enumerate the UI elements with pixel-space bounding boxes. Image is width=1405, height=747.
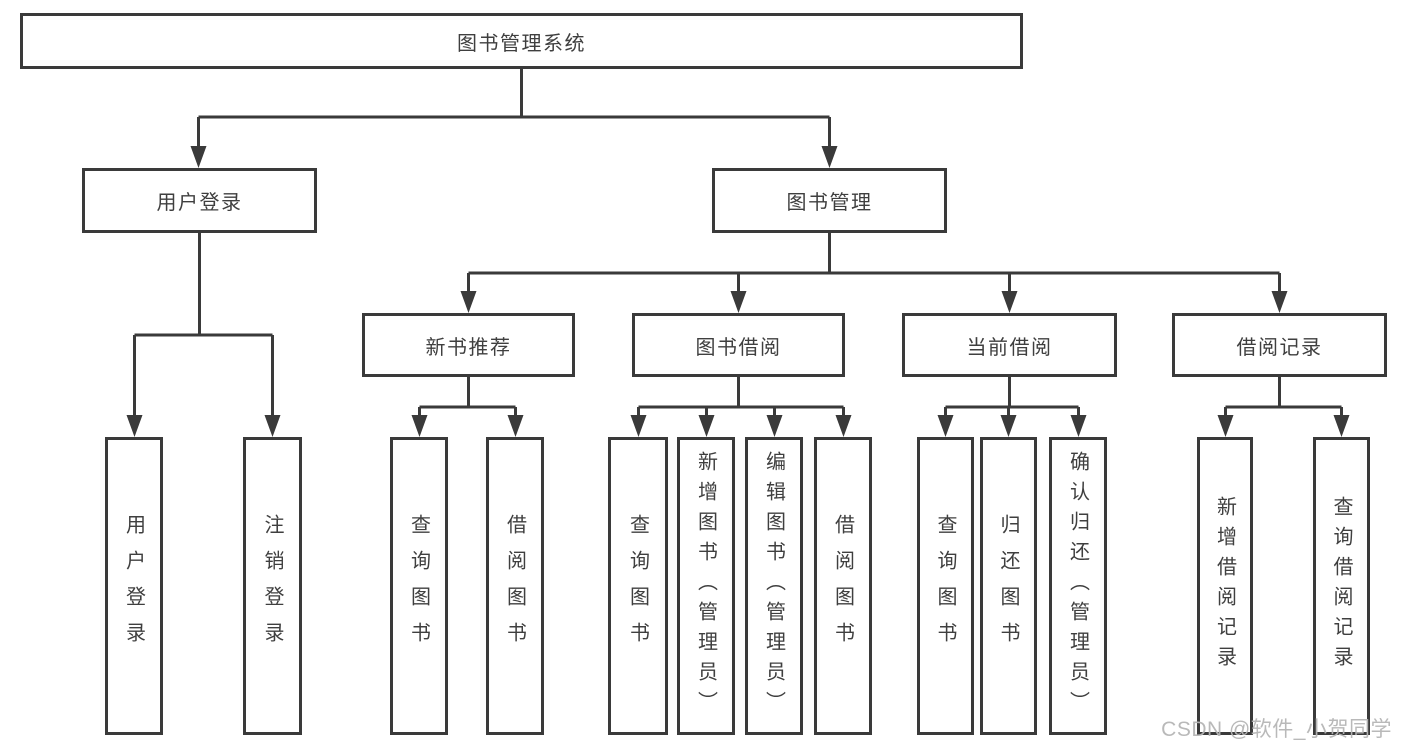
leaf-current-confirm-return-admin: 确认归还（管理员） — [1049, 437, 1107, 735]
leaf-borrowing-add-books-admin: 新增图书（管理员） — [677, 437, 735, 735]
leaf-user-login: 用户登录 — [105, 437, 163, 735]
node-user-login: 用户登录 — [82, 168, 317, 233]
leaf-current-query-books: 查询图书 — [917, 437, 974, 735]
leaf-records-add-borrow-record: 新增借阅记录 — [1197, 437, 1253, 735]
node-book-management: 图书管理 — [712, 168, 947, 233]
leaf-newbook-borrow-books: 借阅图书 — [486, 437, 544, 735]
leaf-newbook-query-books: 查询图书 — [390, 437, 448, 735]
leaf-borrowing-edit-books-admin: 编辑图书（管理员） — [745, 437, 803, 735]
node-root-library-management-system: 图书管理系统 — [20, 13, 1023, 69]
leaf-borrowing-query-books: 查询图书 — [608, 437, 668, 735]
node-new-book-recommendation: 新书推荐 — [362, 313, 575, 377]
watermark: CSDN @软件_小贺同学 — [1161, 718, 1392, 741]
leaf-records-query-borrow-record: 查询借阅记录 — [1313, 437, 1370, 735]
node-borrowing-records: 借阅记录 — [1172, 313, 1387, 377]
leaf-current-return-books: 归还图书 — [980, 437, 1037, 735]
leaf-logout: 注销登录 — [243, 437, 302, 735]
node-current-borrowing: 当前借阅 — [902, 313, 1117, 377]
node-book-borrowing: 图书借阅 — [632, 313, 845, 377]
leaf-borrowing-borrow-books: 借阅图书 — [814, 437, 872, 735]
